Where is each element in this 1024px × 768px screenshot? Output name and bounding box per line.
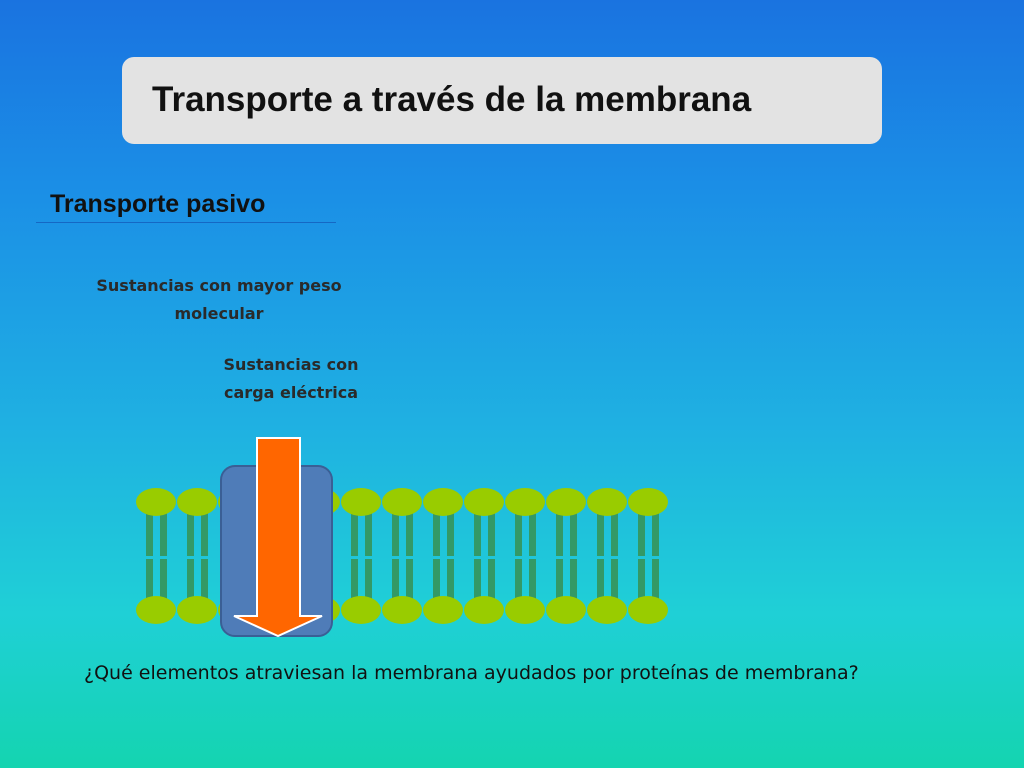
phospholipid-head xyxy=(341,488,381,516)
phospholipid-tail xyxy=(160,559,167,600)
phospholipid-tail xyxy=(201,559,208,600)
phospholipid-tail xyxy=(570,559,577,600)
phospholipid-tail xyxy=(433,559,440,600)
slide-title: Transporte a través de la membrana xyxy=(152,80,752,119)
transport-arrow xyxy=(233,437,323,638)
phospholipid-tail xyxy=(187,512,194,556)
phospholipid-tail xyxy=(515,512,522,556)
phospholipid-head xyxy=(628,596,668,624)
phospholipid-head xyxy=(464,488,504,516)
phospholipid-tail xyxy=(597,512,604,556)
phospholipid-heads xyxy=(136,488,668,624)
phospholipid-tail xyxy=(556,559,563,600)
phospholipid-head xyxy=(382,596,422,624)
section-subtitle: Transporte pasivo xyxy=(50,190,266,218)
phospholipid-tail xyxy=(652,559,659,600)
phospholipid-tail xyxy=(406,559,413,600)
phospholipid-head xyxy=(546,488,586,516)
phospholipid-head xyxy=(464,596,504,624)
phospholipid-tail xyxy=(365,559,372,600)
phospholipid-tail xyxy=(570,512,577,556)
phospholipid-head xyxy=(177,596,217,624)
phospholipid-tail xyxy=(351,559,358,600)
phospholipid-tail xyxy=(638,512,645,556)
phospholipid-tail xyxy=(611,512,618,556)
phospholipid-tail xyxy=(474,512,481,556)
phospholipid-head xyxy=(505,488,545,516)
phospholipid-head xyxy=(587,488,627,516)
phospholipid-tail xyxy=(406,512,413,556)
phospholipid-tail xyxy=(638,559,645,600)
phospholipid-head xyxy=(505,596,545,624)
phospholipid-tail xyxy=(529,559,536,600)
phospholipid-tail xyxy=(488,559,495,600)
phospholipid-tail xyxy=(597,559,604,600)
phospholipid-head xyxy=(136,596,176,624)
question-text: ¿Qué elementos atraviesan la membrana ay… xyxy=(84,662,859,684)
phospholipid-tail xyxy=(187,559,194,600)
phospholipid-head xyxy=(423,488,463,516)
phospholipid-tail xyxy=(611,559,618,600)
phospholipid-head xyxy=(177,488,217,516)
phospholipid-head xyxy=(341,596,381,624)
phospholipid-head xyxy=(423,596,463,624)
phospholipid-tail xyxy=(652,512,659,556)
label-heavy-molecules: Sustancias con mayor peso molecular xyxy=(96,276,342,323)
phospholipid-head xyxy=(382,488,422,516)
subtitle-underline xyxy=(36,222,336,223)
title-box xyxy=(122,57,882,144)
phospholipid-head xyxy=(546,596,586,624)
label-charged-substances: Sustancias con carga eléctrica xyxy=(223,355,359,402)
phospholipid-tail xyxy=(351,512,358,556)
phospholipid-tail xyxy=(433,512,440,556)
phospholipid-tail xyxy=(529,512,536,556)
phospholipid-tail xyxy=(474,559,481,600)
phospholipid-head xyxy=(136,488,176,516)
phospholipid-tail xyxy=(146,559,153,600)
phospholipid-tail xyxy=(515,559,522,600)
phospholipid-tail xyxy=(201,512,208,556)
phospholipid-tail xyxy=(447,559,454,600)
phospholipid-head xyxy=(628,488,668,516)
phospholipid-tail xyxy=(392,512,399,556)
phospholipid-tail xyxy=(447,512,454,556)
phospholipid-tail xyxy=(556,512,563,556)
phospholipid-tail xyxy=(392,559,399,600)
phospholipid-head xyxy=(587,596,627,624)
phospholipid-tail xyxy=(488,512,495,556)
phospholipid-tail xyxy=(160,512,167,556)
phospholipid-tail xyxy=(365,512,372,556)
phospholipid-tail xyxy=(146,512,153,556)
